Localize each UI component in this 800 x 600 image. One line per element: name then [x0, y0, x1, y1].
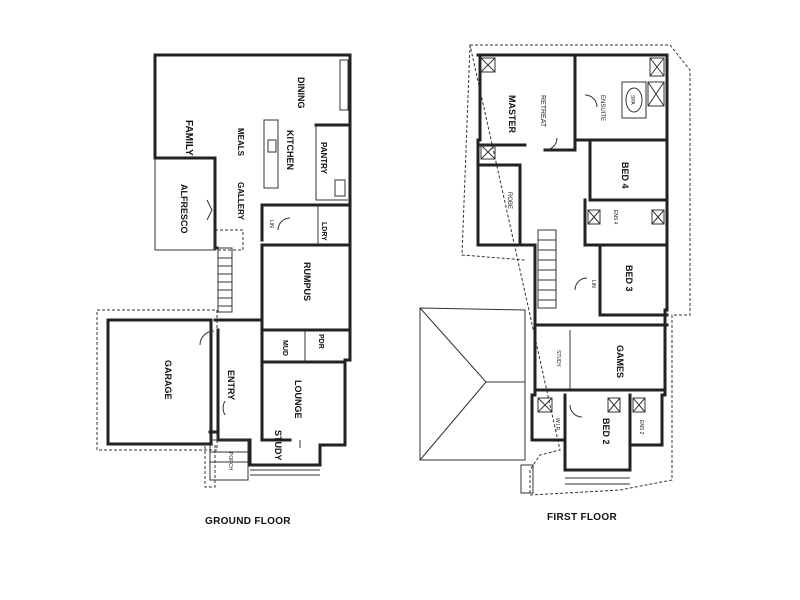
room-ensuite: ENSUITE: [599, 95, 605, 121]
room-bed-3: BED 3: [624, 265, 634, 292]
room-retreat: RETREAT: [539, 95, 546, 128]
first-floor-plan: MASTER RETREAT ENSUITE SPA ROBE BED 4 EN…: [419, 44, 691, 496]
room-powder: PDR: [317, 334, 324, 349]
room-bed-4: BED 4: [620, 162, 630, 189]
room-mud: MUD: [281, 340, 288, 356]
first-floor-caption: FIRST FLOOR: [547, 512, 617, 523]
room-laundry: LDRY: [320, 222, 327, 241]
room-games: GAMES: [615, 345, 625, 378]
room-robe: ROBE: [506, 192, 512, 209]
room-lounge: LOUNGE: [293, 380, 303, 419]
room-gallery: GALLERY: [236, 182, 245, 221]
room-alfresco: ALFRESCO: [179, 184, 189, 234]
room-porch: PORCH: [227, 452, 233, 470]
room-kitchen: KITCHEN: [285, 130, 295, 170]
room-spa: SPA: [629, 95, 635, 105]
room-linen: LIN: [268, 220, 274, 228]
room-walk-in-robe: W.I.R.: [554, 418, 560, 432]
room-ensuite-2: ENS 2: [638, 420, 644, 435]
ground-floor-plan: FAMILY DINING MEALS KITCHEN PANTRY ALFRE…: [96, 53, 352, 488]
room-family: FAMILY: [183, 120, 194, 156]
room-garage: GARAGE: [163, 360, 173, 400]
room-bed-2: BED 2: [601, 418, 611, 445]
room-linen-first: LIN: [590, 280, 596, 288]
room-study-first: STUDY: [555, 350, 561, 368]
room-meals: MEALS: [236, 128, 245, 157]
room-pantry: PANTRY: [319, 142, 328, 175]
ground-floor-caption: GROUND FLOOR: [205, 516, 291, 527]
room-rumpus: RUMPUS: [302, 262, 312, 301]
room-study: STUDY: [273, 430, 283, 461]
room-dining: DINING: [296, 77, 306, 109]
room-entry: ENTRY: [226, 370, 236, 400]
room-master: MASTER: [507, 95, 517, 134]
room-ensuite-4: ENS 4: [612, 210, 618, 225]
